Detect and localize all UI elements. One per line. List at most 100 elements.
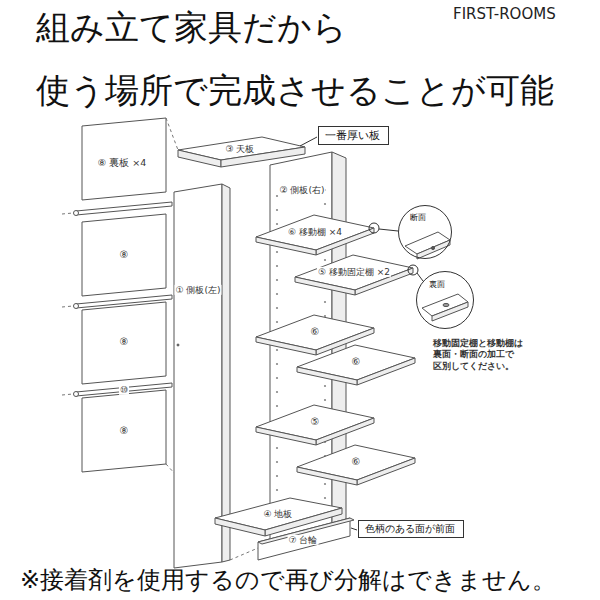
illustration-part	[432, 302, 468, 321]
node-text: 断面	[410, 214, 426, 223]
part-name: ③ 天板	[225, 144, 256, 154]
callout-box: 色柄のある面が前面	[358, 520, 464, 538]
base-plinth	[258, 518, 354, 560]
caption-text: ※接着剤を使用するので再び分解はできません。	[20, 566, 556, 594]
illustration-part	[230, 548, 258, 560]
magnifier-circle: 裏面	[416, 271, 474, 329]
pin-hole	[324, 483, 326, 485]
pin-hole	[276, 391, 278, 393]
part-name: ⑥ 移動棚 ×4	[287, 227, 343, 237]
pin-hole	[276, 251, 278, 253]
illustration-part	[74, 211, 79, 216]
illustration-part	[443, 303, 449, 306]
illustration-part	[82, 118, 166, 200]
pin-hole	[324, 259, 326, 261]
part-name-text: ④ 地板	[264, 509, 293, 519]
pin-hole	[276, 293, 278, 295]
callout-number: ⑧	[119, 249, 130, 261]
illustration-part	[300, 137, 317, 146]
callout-number: ⑥	[351, 356, 362, 368]
part-name-text: ⑥ 移動棚 ×4	[288, 227, 342, 237]
pin-hole	[276, 265, 278, 267]
node-text: 裏面	[429, 281, 445, 290]
pin-hole	[276, 447, 278, 449]
callout-number: ⑥	[351, 456, 362, 468]
callout-number-text: ⑧	[120, 425, 129, 436]
left-side-panel	[174, 184, 230, 568]
pin-hole	[276, 307, 278, 309]
part-name: ② 側板(右)	[279, 185, 326, 195]
circle-outline-shape	[417, 272, 474, 329]
illustration-part	[256, 237, 316, 255]
illustration-part	[357, 358, 415, 385]
illustration-part	[76, 383, 172, 396]
pin-hole	[276, 377, 278, 379]
note-text: 移動固定棚と移動棚は 裏面・断面の加工で 区別してください。	[433, 338, 523, 371]
illustration-part	[177, 344, 179, 346]
illustration-part	[174, 184, 222, 568]
pin-hole	[276, 349, 278, 351]
illustration-part	[357, 458, 415, 485]
illustration-part	[178, 150, 221, 167]
illustration-part	[222, 184, 230, 562]
joint-strips	[74, 202, 173, 397]
illustration-part	[398, 205, 452, 259]
back-panels	[82, 118, 166, 472]
illustration-part	[316, 418, 374, 445]
callout-number: ⑧	[119, 336, 130, 348]
note: 移動固定棚と移動棚は 裏面・断面の加工で 区別してください。	[432, 338, 546, 372]
illustration-part	[258, 518, 354, 544]
illustration-part	[82, 214, 166, 296]
part-name-text: ③ 天板	[226, 144, 255, 154]
illustration-part	[215, 518, 265, 536]
pin-hole	[276, 475, 278, 477]
callout-number: ⑥	[310, 326, 321, 338]
pin-hole	[276, 195, 278, 197]
part-name: ⑤ 移動固定棚 ×2	[317, 267, 391, 277]
callout-number-text: ⑥	[352, 356, 361, 367]
pin-hole	[276, 279, 278, 281]
circle-outline-shape	[399, 206, 452, 259]
pin-hole	[276, 461, 278, 463]
pin-hole	[276, 223, 278, 225]
part-name: ① 側板(左)	[175, 285, 222, 295]
callout-number-text: ⑥	[311, 326, 320, 337]
illustration-part	[76, 202, 172, 215]
callout-number: ⑩	[119, 385, 129, 395]
illustration-part	[76, 295, 172, 308]
pin-hole	[324, 203, 326, 205]
node-text: 色柄のある面が前面	[365, 523, 457, 535]
part-name-text: ⑧ 裏板 ×4	[98, 157, 147, 168]
illustration-part	[408, 265, 418, 275]
pin-hole	[324, 301, 326, 303]
part-name-text: ⑦ 台輪	[289, 535, 318, 545]
pin-hole	[276, 489, 278, 491]
pin-hole	[276, 405, 278, 407]
part-name: ④ 地板	[263, 509, 294, 519]
pin-hole	[276, 363, 278, 365]
caption: ※接着剤を使用するので再び分解はできません。	[20, 564, 595, 596]
brand-watermark-text: FIRST-ROOMS	[453, 5, 556, 23]
pin-hole	[324, 399, 326, 401]
illustration-part	[256, 337, 316, 355]
callout-number-text: ⑥	[352, 456, 361, 467]
callout-number: ⑤	[310, 416, 321, 428]
part-name-text: ② 側板(右)	[280, 185, 325, 195]
illustration-part	[369, 223, 379, 233]
callout-box: 一番厚い板	[318, 126, 389, 145]
callout-number: ⑧	[119, 425, 130, 437]
illustration-part	[82, 302, 166, 384]
shelves	[256, 215, 415, 485]
pin-hole	[324, 385, 326, 387]
part-name-text: ⑤ 移動固定棚 ×2	[318, 267, 390, 277]
illustration-part	[417, 273, 423, 281]
illustration-part	[74, 392, 79, 397]
illustration-part	[297, 367, 357, 385]
part-name: ⑦ 台輪	[288, 535, 319, 545]
magnifier-circle: 断面	[398, 205, 452, 259]
callout-number-text: ⑧	[120, 249, 129, 260]
pin-hole	[324, 497, 326, 499]
illustration-part	[351, 528, 357, 530]
illustration-part	[297, 467, 357, 485]
